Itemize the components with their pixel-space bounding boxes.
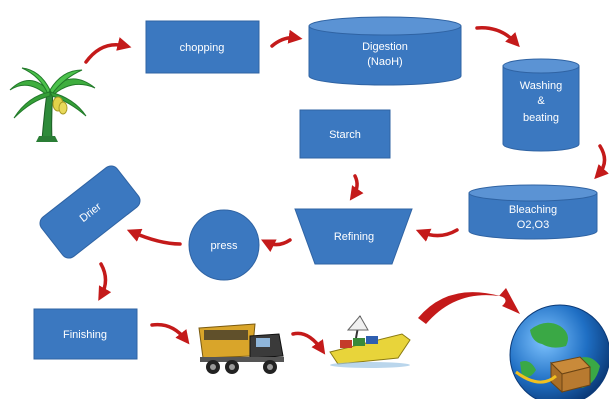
press-circle: press xyxy=(188,209,260,281)
bleaching-label-line1: Bleaching xyxy=(509,204,557,216)
finishing-label: Finishing xyxy=(63,329,107,341)
banana-tree-icon xyxy=(9,67,96,142)
arrow-chopping-to-digestion xyxy=(270,29,303,48)
arrow-washing-to-bleaching xyxy=(594,144,609,180)
arrow-finishing-to-truck xyxy=(150,322,190,345)
press-label: press xyxy=(211,240,238,252)
arrow-tree-to-chopping xyxy=(84,37,132,64)
flow-arrows xyxy=(84,26,609,355)
starch-label: Starch xyxy=(329,129,361,141)
finishing-box: Finishing xyxy=(33,308,138,360)
arrow-truck-to-ship xyxy=(291,331,326,355)
arrow-press-to-drier xyxy=(126,228,182,246)
cargo-ship-icon xyxy=(329,315,411,368)
arrow-starch-to-refining xyxy=(349,174,364,201)
refining-label: Refining xyxy=(334,231,374,243)
washing-label-line1: Washing xyxy=(520,80,562,92)
digestion-cylinder: Digestion (NaoH) xyxy=(308,16,462,86)
globe-with-box-icon xyxy=(509,304,609,399)
dump-truck-icon xyxy=(198,323,284,374)
arrow-digestion-to-washing xyxy=(475,26,520,48)
arrow-drier-to-finishing xyxy=(98,262,112,301)
washing-cylinder: Washing & beating xyxy=(502,58,580,152)
arrow-refining-to-press xyxy=(260,238,292,253)
chopping-label: chopping xyxy=(180,42,225,54)
chopping-box: chopping xyxy=(145,20,260,74)
arrow-ship-to-globe xyxy=(418,288,520,324)
bleaching-label-line2: O2,O3 xyxy=(517,219,549,231)
digestion-label-line1: Digestion xyxy=(362,41,408,53)
digestion-label-line2: (NaoH) xyxy=(367,56,402,68)
starch-box: Starch xyxy=(299,109,391,159)
drier-box: Drier xyxy=(39,165,141,259)
washing-label-line2: & xyxy=(537,95,545,107)
washing-label-line3: beating xyxy=(523,112,559,124)
arrow-bleaching-to-refining xyxy=(415,228,459,242)
bleaching-cylinder: Bleaching O2,O3 xyxy=(468,184,598,240)
refining-trapezoid: Refining xyxy=(294,208,413,265)
